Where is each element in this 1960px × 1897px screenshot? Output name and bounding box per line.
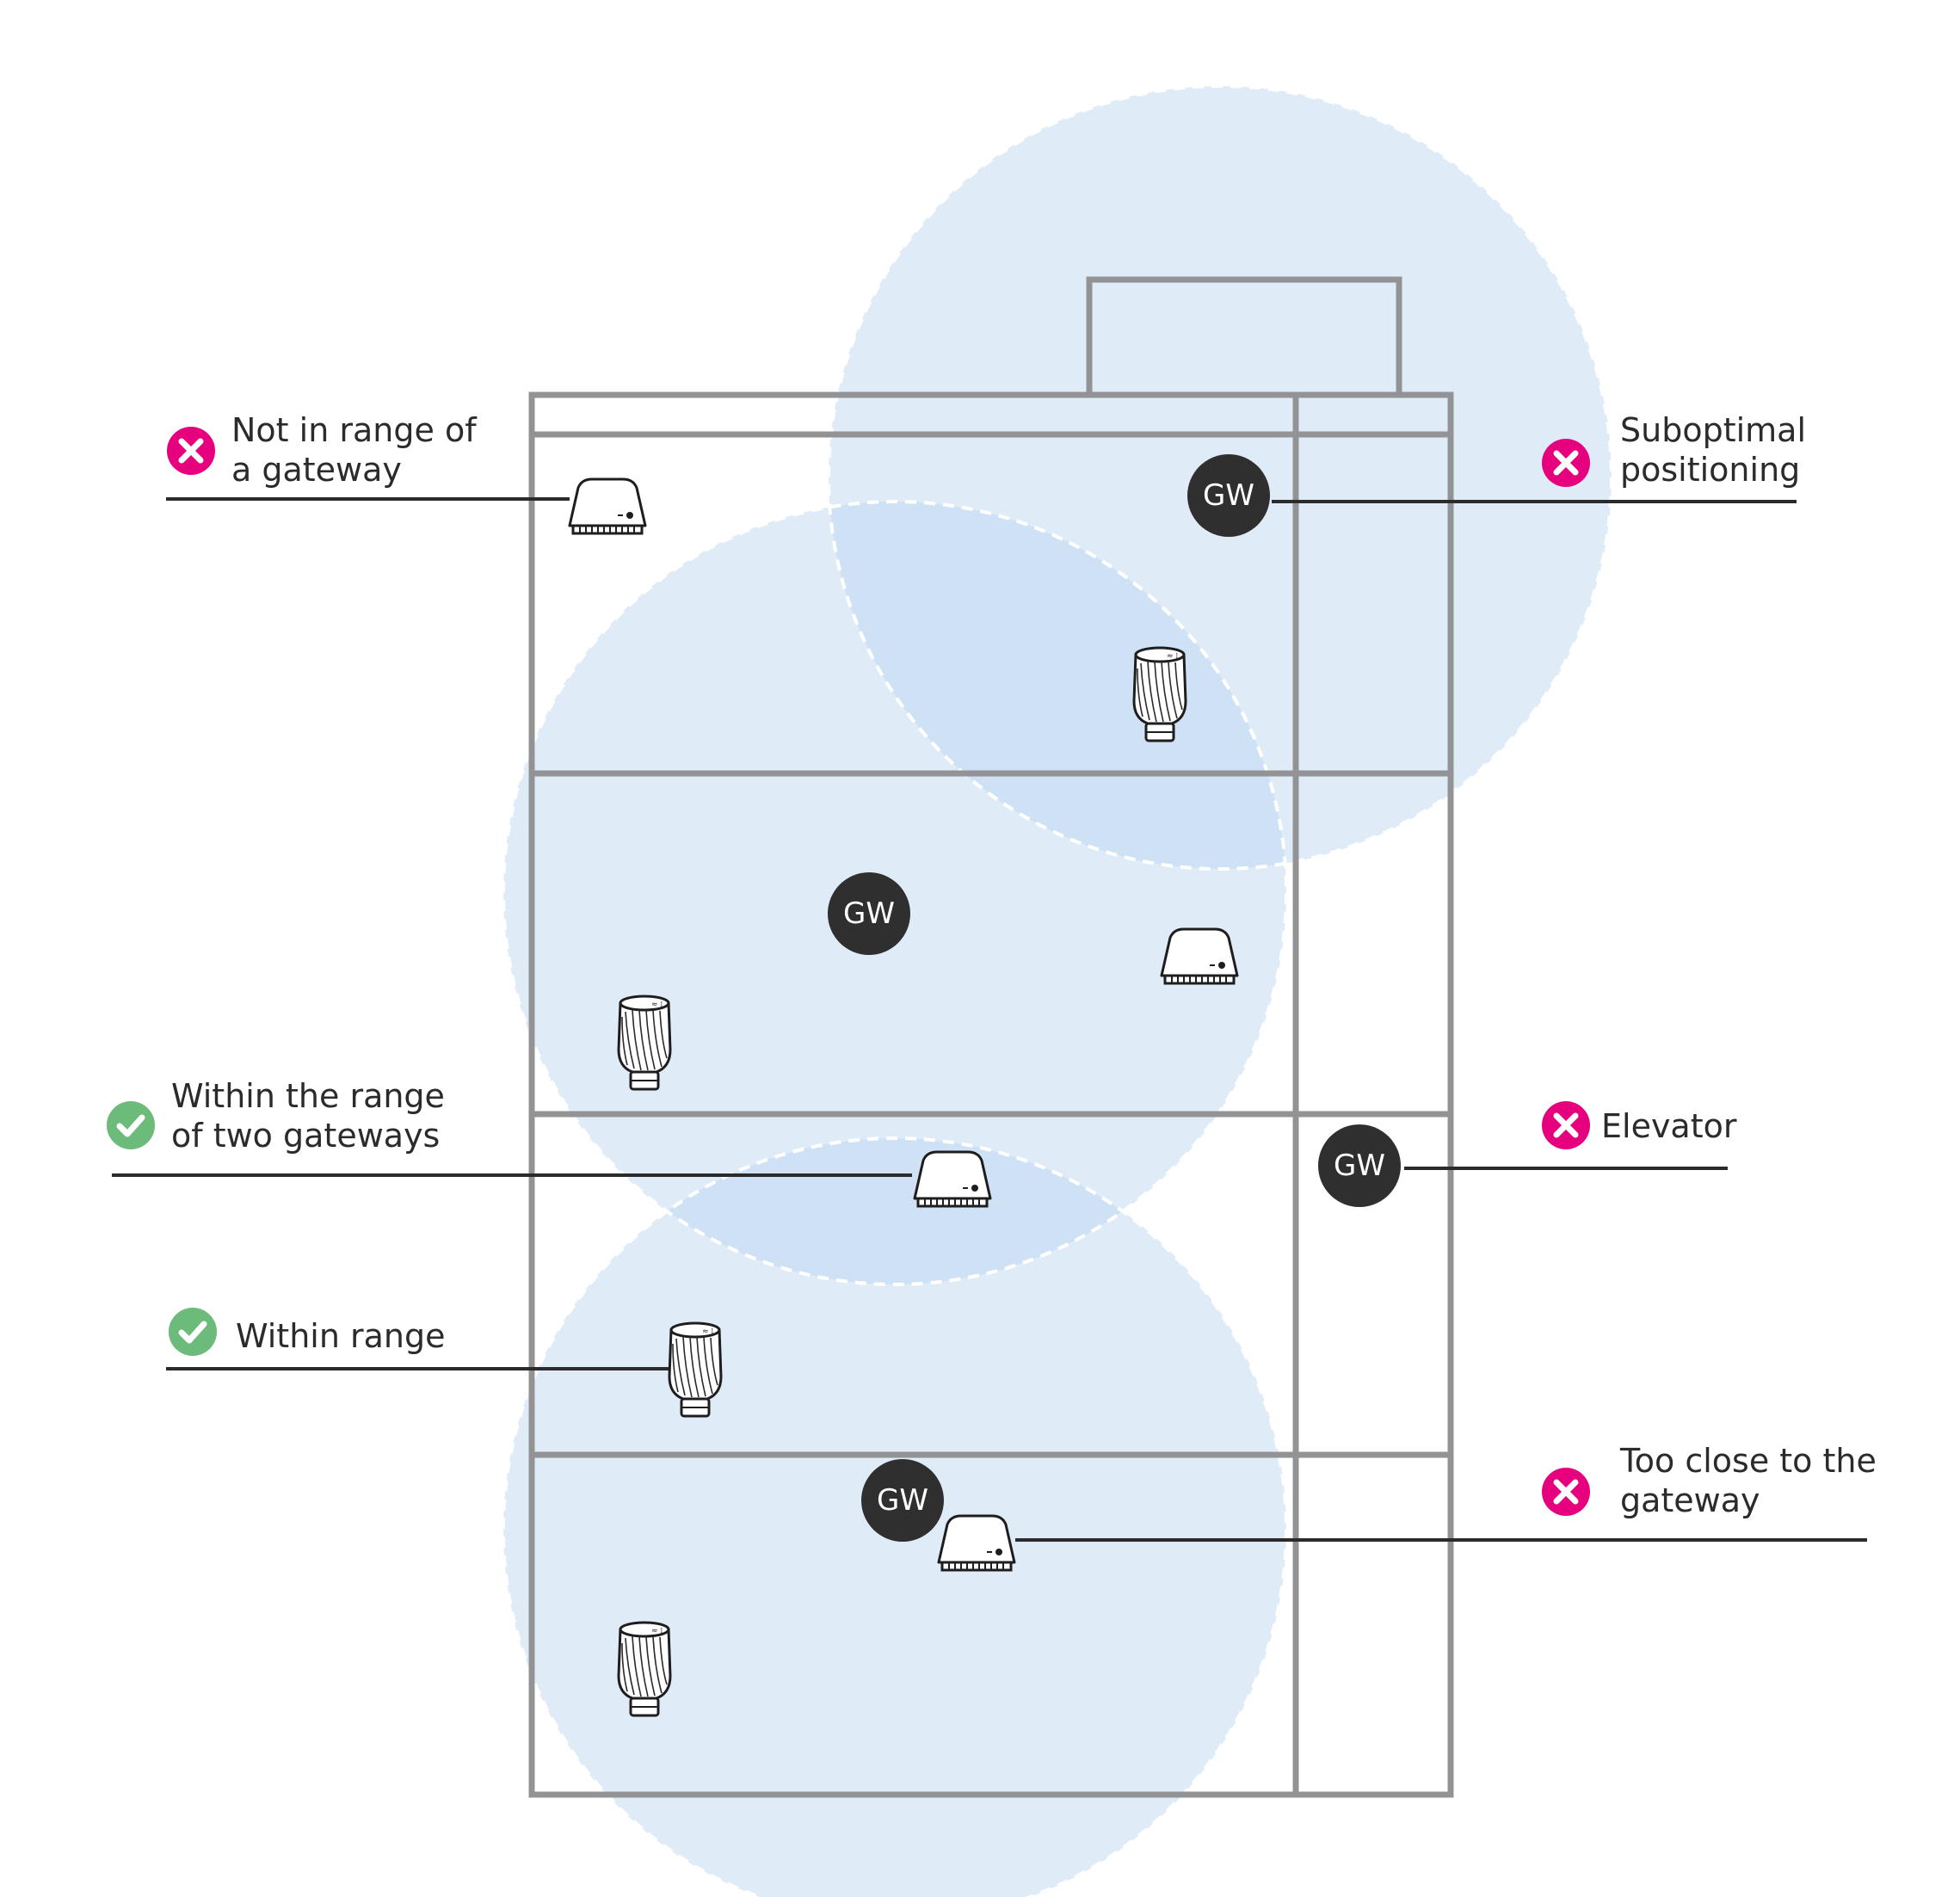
gateways: GW GW GW GW xyxy=(828,454,1401,1542)
building-wall xyxy=(528,391,1454,1798)
callout-line-1: Too close to the xyxy=(1619,1442,1877,1480)
gateway-marker xyxy=(1318,1124,1401,1207)
callout-two-gateways: Within the range of two gateways xyxy=(107,1077,445,1155)
coverage-areas xyxy=(502,84,1613,1897)
gateway-elevator: GW xyxy=(1318,1124,1401,1207)
callout-line-1: Suboptimal xyxy=(1620,411,1806,449)
gateway-label: GW xyxy=(1334,1149,1385,1183)
callout-line-2: positioning xyxy=(1620,451,1800,489)
gateway-top: GW xyxy=(1187,454,1270,537)
x-mark-icon xyxy=(1542,439,1590,487)
x-mark-icon xyxy=(1542,1101,1590,1149)
callout-line-1: Not in range of xyxy=(231,411,478,449)
gateway-marker xyxy=(861,1459,944,1542)
range-outline-lower xyxy=(502,1136,1288,1897)
gateway-label: GW xyxy=(1203,478,1254,513)
callout-line-2: a gateway xyxy=(231,451,402,489)
callout-line-2: gateway xyxy=(1620,1481,1760,1519)
callout-line-1: Elevator xyxy=(1601,1107,1737,1145)
callout-line-2: of two gateways xyxy=(171,1117,440,1155)
gateway-marker xyxy=(1187,454,1270,537)
range-overlap-upper-middle xyxy=(829,502,1286,869)
roof-room xyxy=(1086,276,1402,398)
checkmark-icon xyxy=(107,1101,155,1149)
callout-elevator: Elevator xyxy=(1542,1101,1737,1149)
gateway-label: GW xyxy=(877,1483,928,1518)
range-outline-middle xyxy=(502,500,1288,1286)
gateway-label: GW xyxy=(843,896,895,931)
room-sensor-icon xyxy=(1160,927,1239,985)
gateway-bottom: GW xyxy=(861,1459,944,1542)
callout-line-1: Within the range xyxy=(171,1077,445,1115)
gateway-marker xyxy=(828,872,910,955)
room-sensor-icon xyxy=(937,1514,1016,1572)
callout-too-close: Too close to the gateway xyxy=(1542,1442,1877,1519)
callout-not-in-range: Not in range of a gateway xyxy=(167,411,478,489)
callout-line-1: Within range xyxy=(236,1317,446,1355)
x-mark-icon xyxy=(1542,1468,1590,1516)
checkmark-icon xyxy=(169,1308,217,1356)
building-outline xyxy=(528,276,1454,1798)
room-sensor-icon xyxy=(913,1150,992,1208)
leader-lines xyxy=(112,497,1867,1542)
callout-suboptimal: Suboptimal positioning xyxy=(1542,411,1806,489)
range-outline-upper xyxy=(827,84,1613,871)
gateway-middle: GW xyxy=(828,872,910,955)
x-mark-icon xyxy=(167,427,215,475)
callout-within-range: Within range xyxy=(169,1308,446,1356)
room-sensor-icon xyxy=(568,477,647,535)
